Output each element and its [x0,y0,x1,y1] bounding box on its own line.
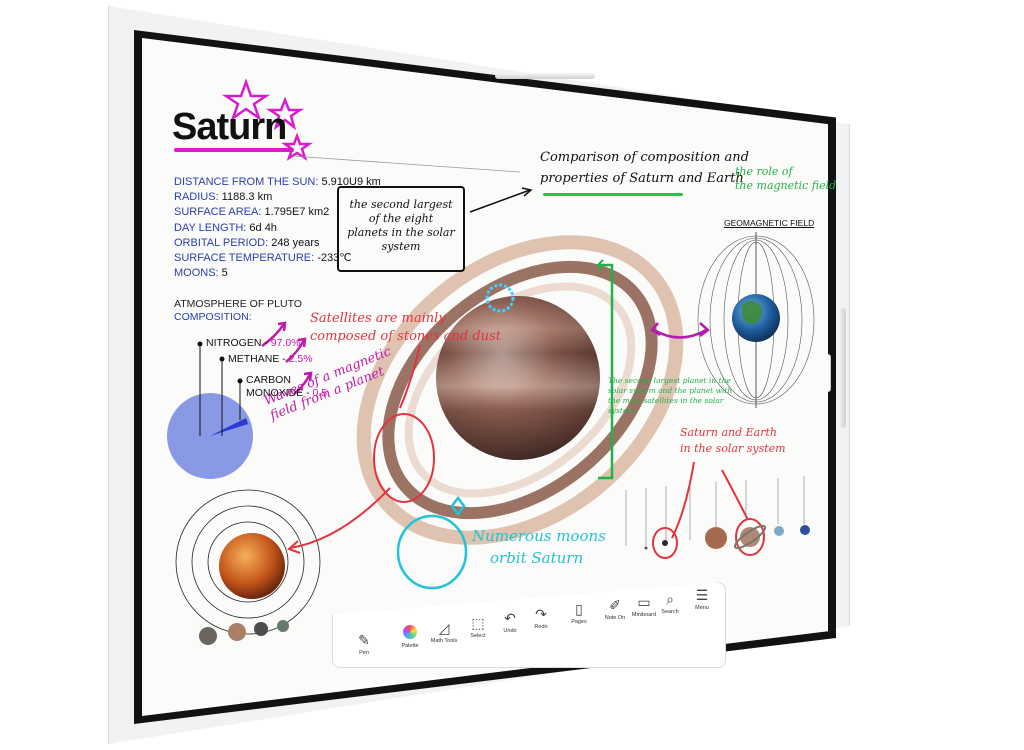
atmosphere-nitrogen: NITROGEN - 97.0% [206,337,301,349]
handwritten-note-box[interactable]: the second largest of the eight planets … [337,186,465,272]
redo-icon: ↷ [535,606,547,622]
mini-solar-system [175,489,321,635]
atmosphere-heading: ATMOSPHERE OF PLUTO COMPOSITION: [174,298,302,323]
menu-icon: ☰ [695,587,709,603]
pages-button[interactable]: ▯Pages [571,601,587,625]
stat-row: DAY LENGTH: 6d 4h [174,221,277,234]
composition-pie-chart [167,341,253,479]
moons-note: Numerous moons orbit Saturn [472,527,606,567]
satellites-note: Satellites are mainly composed of stones… [310,311,501,344]
palette-button[interactable]: Palette [393,625,427,649]
math-tools-icon: ◿ [438,620,450,636]
star-doodles [221,78,313,161]
geomagnetic-field-label: GEOMAGNETIC FIELD [724,218,815,228]
pages-icon: ▯ [575,601,583,617]
side-pen [838,308,846,428]
stat-row: SURFACE AREA: 1.795E7 km2 [174,206,330,219]
select-button[interactable]: ⬚Select [470,615,486,639]
role-note: the role of the magnetic field [735,165,837,192]
miniboard-button[interactable]: ▭Miniboard [631,594,657,618]
green-annotation: The second largest planet in the solar s… [608,376,733,415]
stat-row: MOONS: 5 [174,267,228,280]
miniboard-icon: ▭ [637,594,651,610]
pen-icon: ✎ [358,632,370,648]
comparison-heading: Comparison of composition and properties… [540,150,749,186]
select-icon: ⬚ [471,615,485,631]
math-tools-button[interactable]: ◿Math Tools [430,620,458,644]
note-on-icon: ✐ [609,597,621,613]
page-title: Saturn [172,106,287,148]
stat-row: RADIUS: 1188.3 km [174,191,273,204]
palette-icon [403,625,417,639]
menu-button[interactable]: ☰Menu [695,587,709,611]
comparison-underline [543,193,683,196]
search-icon: ⌕ [666,591,674,607]
solar-system-note: Saturn and Earth in the solar system [680,426,786,455]
redo-button[interactable]: ↷Redo [534,606,548,630]
undo-button[interactable]: ↶Undo [503,610,517,634]
stat-row: DISTANCE FROM THE SUN: 5.910U9 km [174,176,381,188]
planet-lineup [625,476,810,550]
search-button[interactable]: ⌕Search [661,591,679,615]
saturn-stats: DISTANCE FROM THE SUN: 5.910U9 km RADIUS… [174,175,381,281]
saturn-illustration [356,235,684,545]
pen-holder [495,73,595,79]
note-on-button[interactable]: ✐Note On [604,597,626,621]
stat-row: SURFACE TEMPERATURE: -233℃ [174,252,352,265]
pen-button[interactable]: ✎Pen [358,632,370,656]
atmosphere-methane: METHANE - 2.5% [228,353,313,365]
undo-icon: ↶ [504,610,516,626]
stat-row: ORBITAL PERIOD: 248 years [174,236,320,249]
title-underline [174,148,294,152]
